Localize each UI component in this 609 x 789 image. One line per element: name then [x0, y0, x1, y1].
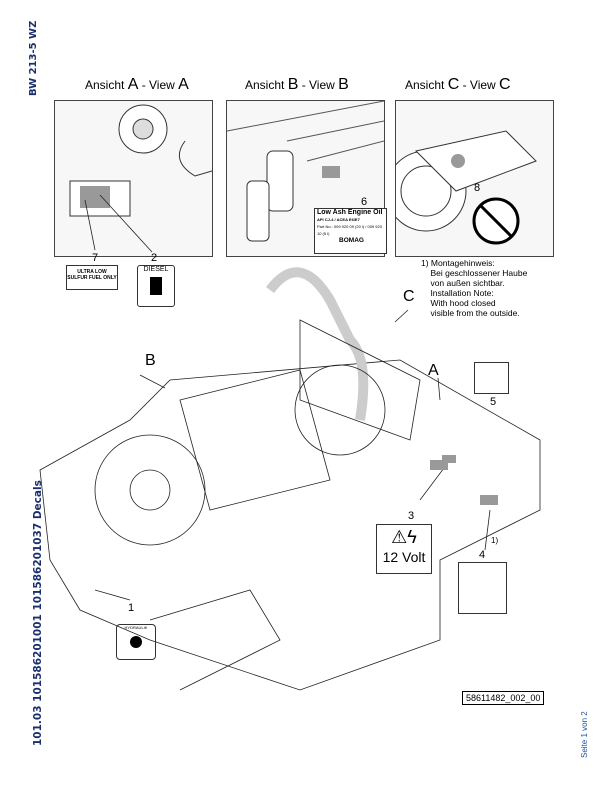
- ulsd-decal: ULTRA LOW SULFUR FUEL ONLY: [66, 265, 118, 290]
- battery-warning-decal: [474, 362, 509, 394]
- warning-icon: ⚠ϟ: [391, 527, 417, 547]
- callout-3: 3: [408, 510, 415, 522]
- callout-7: 7: [92, 252, 99, 264]
- callout-2: 2: [151, 252, 158, 264]
- view-b-title: Ansicht B - View B: [245, 76, 349, 93]
- hydraulik-decal: HYDRAULIK: [116, 624, 156, 660]
- callout-6: 6: [361, 196, 368, 208]
- callout-4: 4: [479, 549, 486, 561]
- fuel-pump-icon: [150, 277, 162, 295]
- drawing-number: 58611482_002_00: [462, 691, 545, 705]
- callout-5: 5: [490, 396, 497, 408]
- arrow-label-b: B: [145, 352, 156, 369]
- arrow-label-a: A: [428, 362, 439, 379]
- diesel-decal: DIESEL: [137, 265, 175, 307]
- callout-1: 1: [128, 602, 135, 614]
- battery-decal: [458, 562, 507, 614]
- callout-8: 8: [474, 182, 481, 194]
- view-a-panel: [54, 100, 213, 257]
- view-a-title: Ansicht A - View A: [85, 76, 189, 93]
- footnote-marker: 1): [491, 536, 499, 545]
- installation-note: 1) Montagehinweis: Bei geschlossener Hau…: [421, 258, 528, 318]
- view-c-panel: [395, 100, 554, 257]
- arrow-label-c: C: [403, 288, 415, 305]
- oil-drop-icon: [130, 636, 142, 648]
- view-c-title: Ansicht C - View C: [405, 76, 511, 93]
- page-indicator: Seite 1 von 2: [580, 711, 589, 758]
